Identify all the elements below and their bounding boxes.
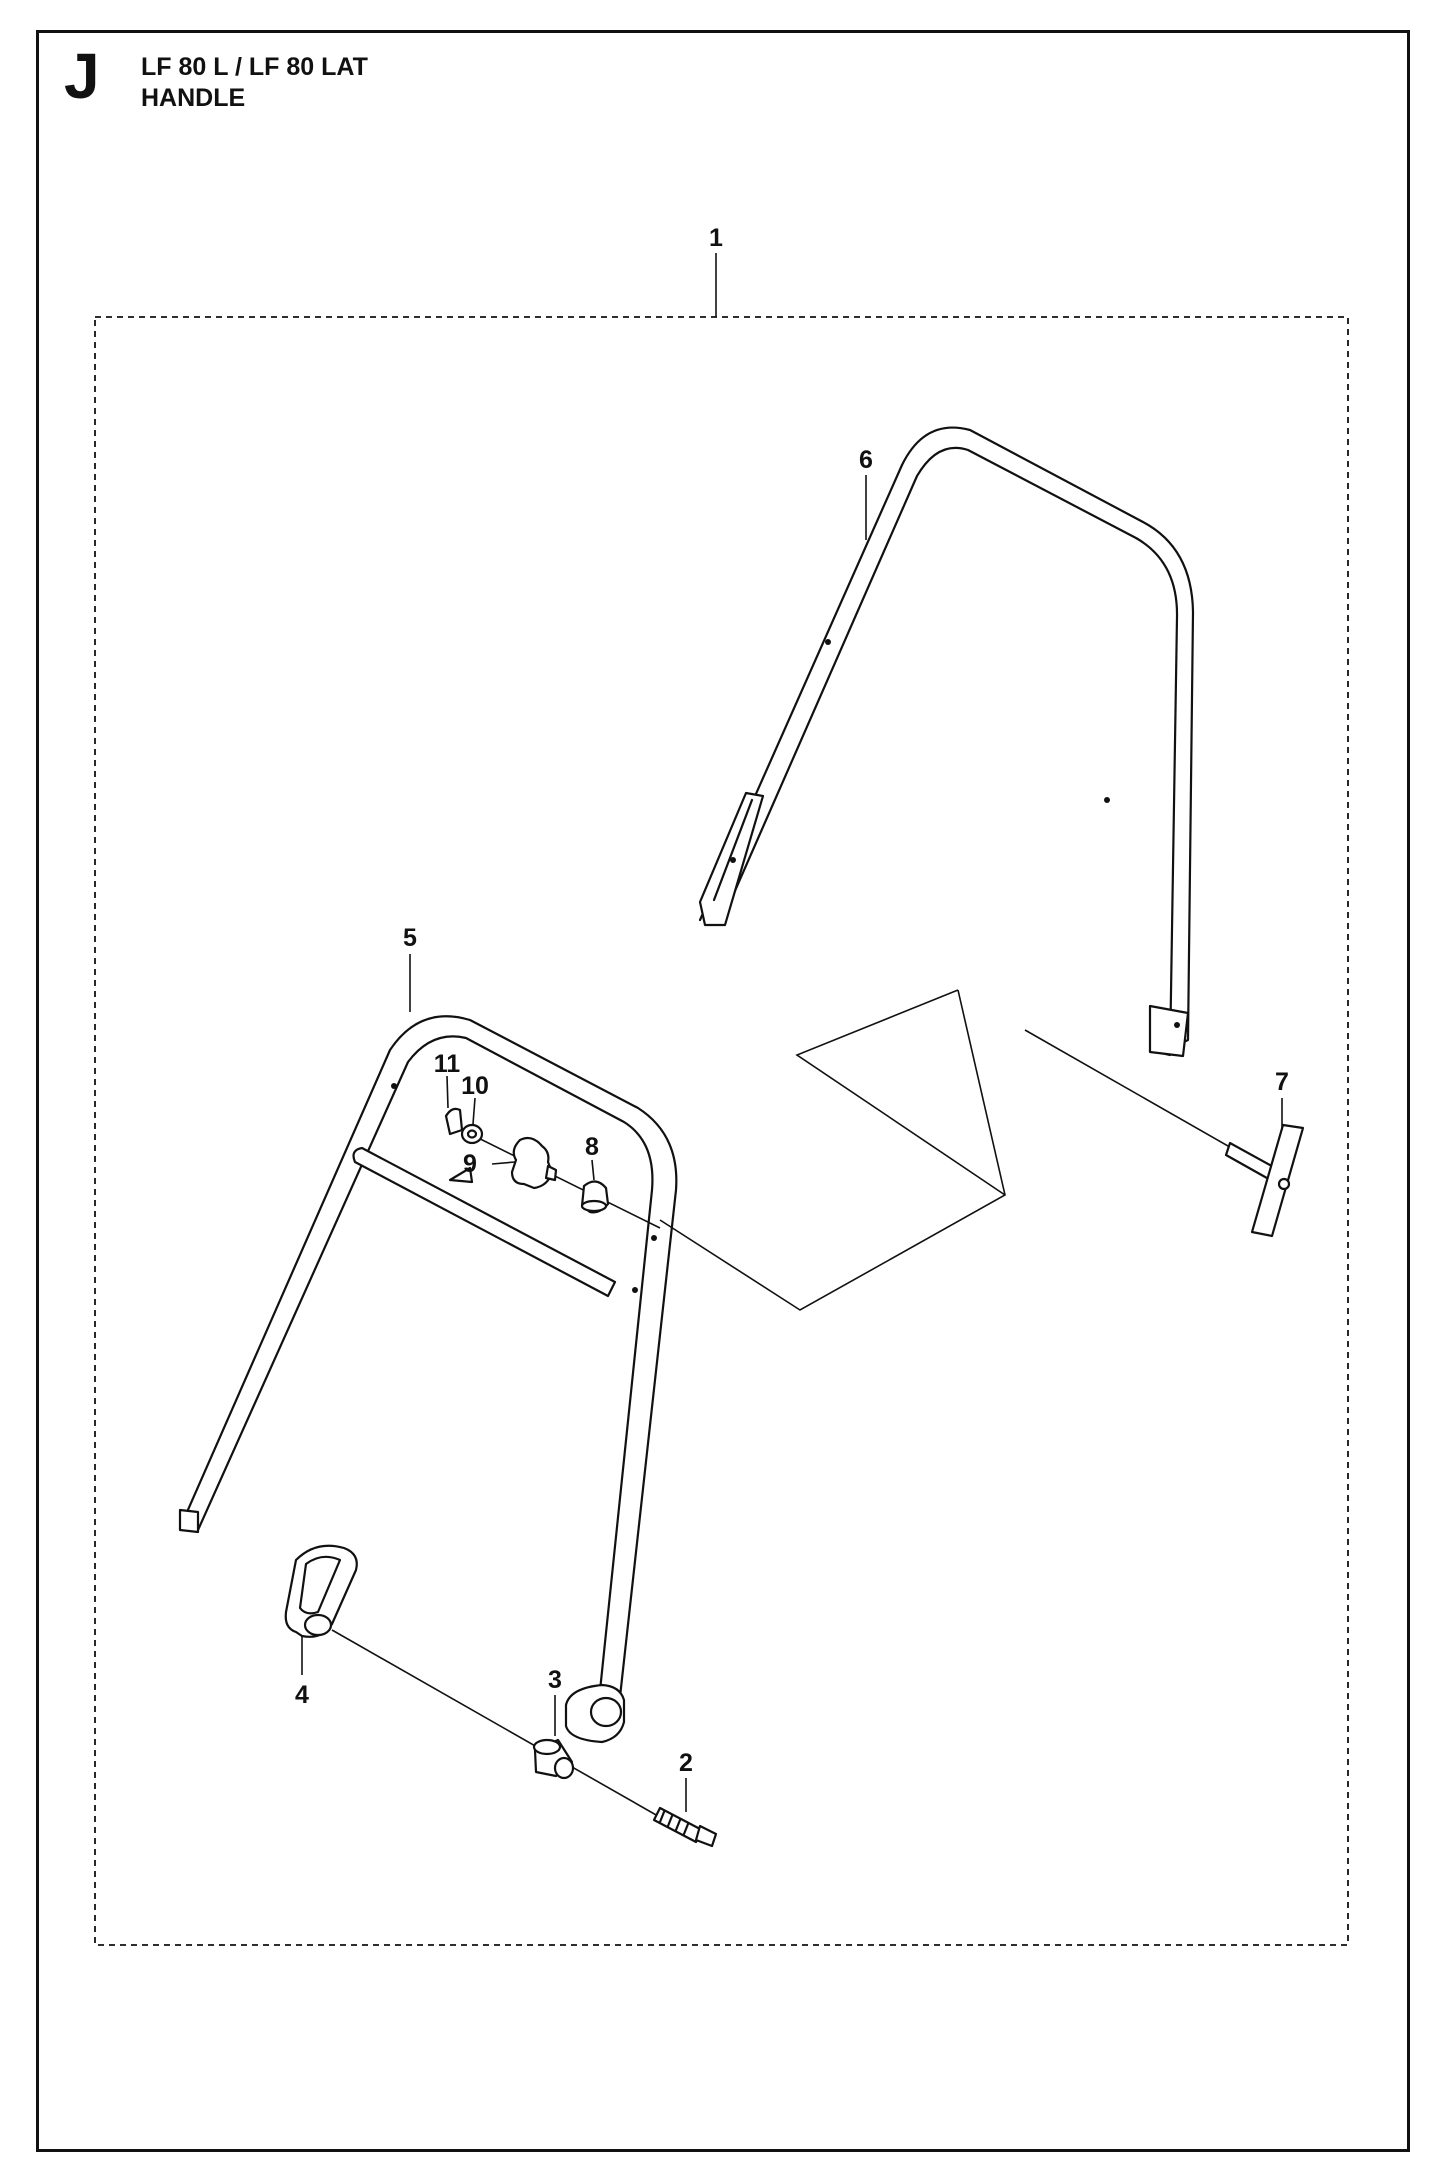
upper-handle-hole bbox=[730, 857, 736, 863]
clip-leader bbox=[446, 1075, 449, 1109]
washer[interactable] bbox=[460, 1123, 484, 1145]
upper-handle-hole bbox=[1174, 1022, 1180, 1028]
washer-leader bbox=[472, 1097, 476, 1125]
callout-5[interactable]: 5 bbox=[403, 924, 417, 952]
lower-handle[interactable] bbox=[178, 1015, 678, 1744]
upper-handle-hole bbox=[1104, 797, 1110, 803]
model-title: LF 80 L / LF 80 LAT bbox=[141, 53, 368, 81]
assembly-title: HANDLE bbox=[141, 84, 246, 112]
section-letter: J bbox=[64, 40, 100, 112]
upper-handle-hole bbox=[825, 639, 831, 645]
callout-4[interactable]: 4 bbox=[295, 1681, 309, 1709]
knob-nut[interactable] bbox=[580, 1180, 610, 1214]
upper-handle[interactable] bbox=[698, 426, 1195, 1058]
page-frame bbox=[36, 30, 1410, 2152]
screw[interactable] bbox=[652, 1806, 718, 1848]
assembly-plane bbox=[659, 989, 1006, 1311]
spacer[interactable] bbox=[532, 1738, 575, 1780]
callout-2[interactable]: 2 bbox=[679, 1749, 693, 1777]
callout-7[interactable]: 7 bbox=[1275, 1068, 1289, 1096]
callout-6[interactable]: 6 bbox=[859, 446, 873, 474]
callout-9[interactable]: 9 bbox=[463, 1150, 477, 1178]
callout-3[interactable]: 3 bbox=[548, 1666, 562, 1694]
knob[interactable] bbox=[510, 1136, 558, 1190]
knob-nut-leader bbox=[591, 1159, 595, 1181]
bolt[interactable] bbox=[1224, 1123, 1305, 1238]
bolt-axis bbox=[1024, 1029, 1236, 1151]
callout-1[interactable]: 1 bbox=[709, 224, 723, 252]
knob-leader bbox=[491, 1161, 516, 1165]
callout-8[interactable]: 8 bbox=[585, 1133, 599, 1161]
bracket-axis bbox=[331, 1629, 701, 1841]
callout-10[interactable]: 10 bbox=[461, 1072, 489, 1100]
title-block: LF 80 L / LF 80 LAT HANDLE bbox=[141, 52, 368, 114]
bracket[interactable] bbox=[284, 1544, 358, 1638]
clip[interactable] bbox=[444, 1107, 464, 1136]
kit-boundary bbox=[94, 316, 1349, 1946]
callout-11[interactable]: 11 bbox=[434, 1050, 461, 1078]
